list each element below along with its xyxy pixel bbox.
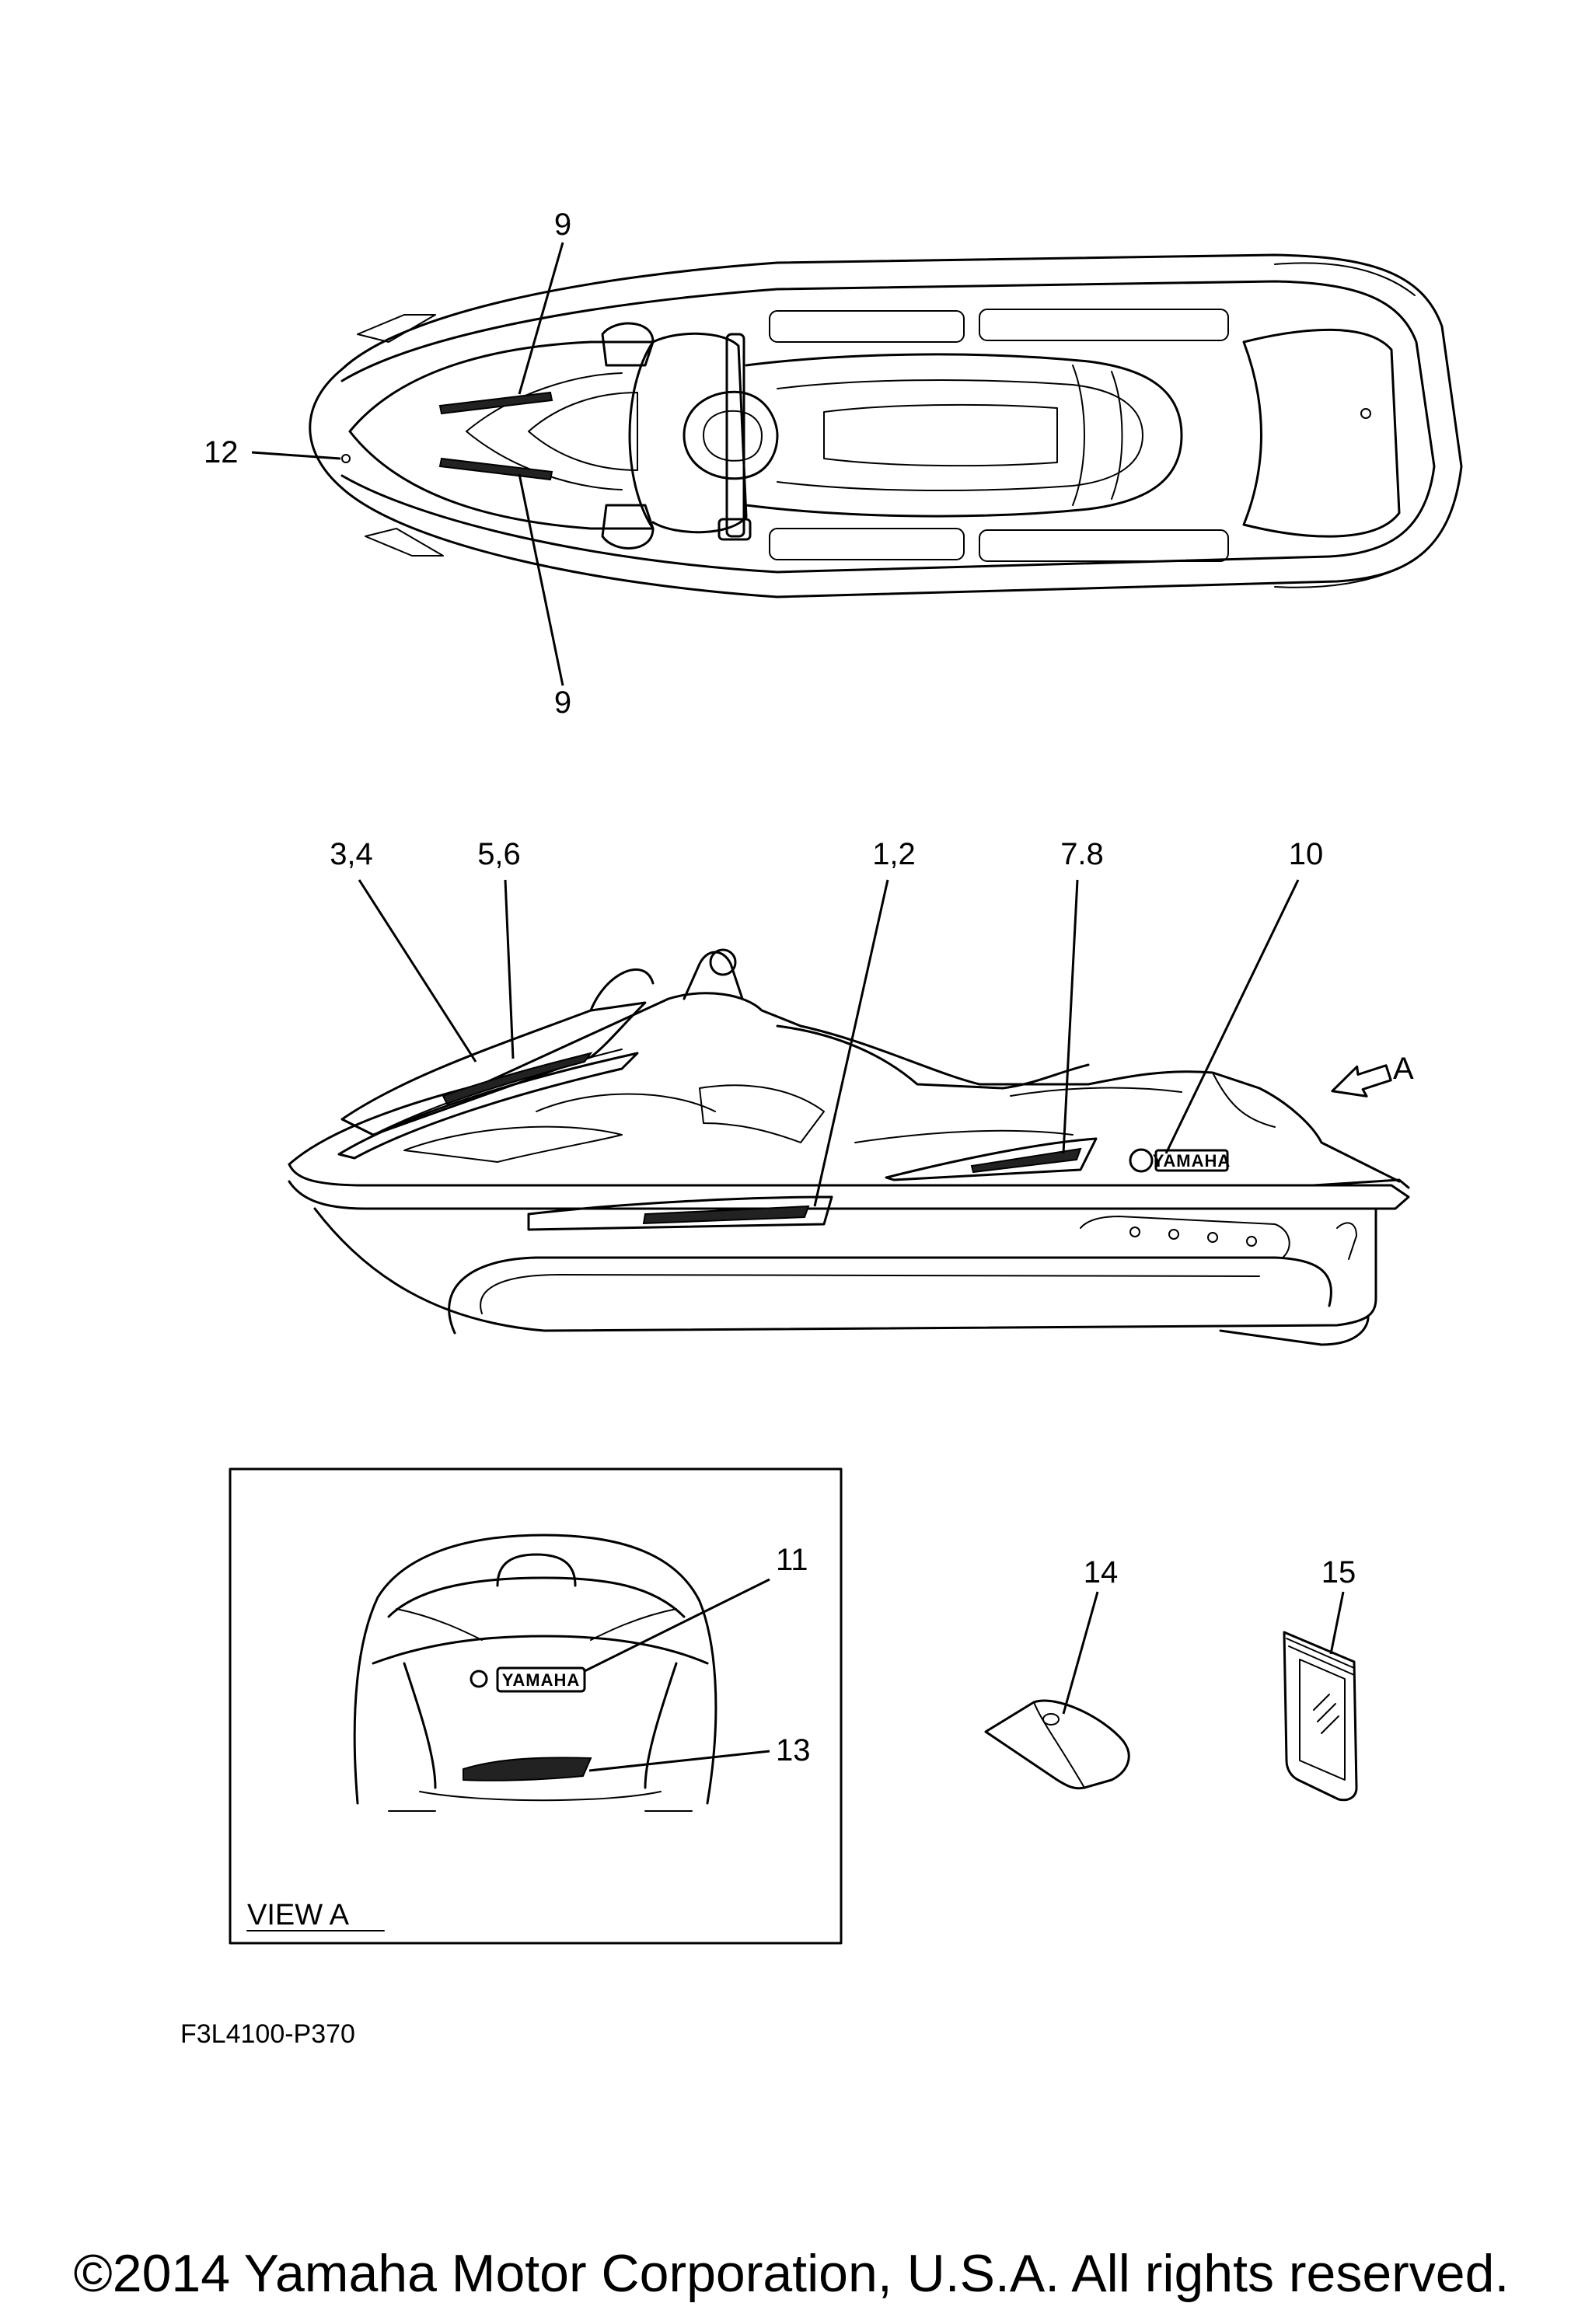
callout-10: 10 <box>1289 837 1324 871</box>
callout-5-6: 5,6 <box>477 837 521 871</box>
top-view-watercraft <box>309 253 1463 598</box>
callout-7-8: 7.8 <box>1060 837 1104 871</box>
copyright-notice: ©2014 Yamaha Motor Corporation, U.S.A. A… <box>74 2244 1510 2303</box>
view-a-label: VIEW A <box>247 1899 350 1931</box>
part-14-pouch <box>984 1591 1130 1790</box>
callout-11: 11 <box>776 1543 808 1577</box>
view-a-panel: YAMAHA <box>229 1467 843 1945</box>
callout-a: A <box>1393 1052 1414 1086</box>
callout-14: 14 <box>1084 1555 1119 1589</box>
top-view-leaders <box>251 242 564 686</box>
view-a-arrow <box>1331 1064 1392 1097</box>
callout-9-lower: 9 <box>554 686 571 720</box>
callout-3-4: 3,4 <box>330 837 373 871</box>
yamaha-logo-lettering: YAMAHA <box>1153 1151 1231 1171</box>
callout-1-2: 1,2 <box>872 837 916 871</box>
callout-12: 12 <box>204 435 239 469</box>
side-view-leaders <box>358 879 1300 1207</box>
callout-15: 15 <box>1321 1555 1356 1589</box>
part-15-booklet <box>1283 1591 1358 1802</box>
side-view-watercraft: YAMAHA <box>288 948 1410 1346</box>
callout-9-upper: 9 <box>554 208 571 242</box>
yamaha-logo-lettering-rear: YAMAHA <box>502 1670 581 1690</box>
drawing-code: F3L4100-P370 <box>180 2019 355 2049</box>
yamaha-emblem-side: YAMAHA <box>1129 1148 1231 1173</box>
callout-13: 13 <box>776 1733 811 1767</box>
